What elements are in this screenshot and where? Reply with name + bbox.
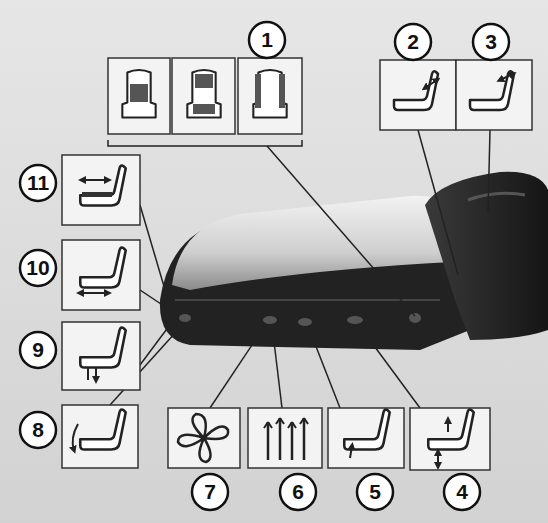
callout-number: 3 bbox=[476, 29, 506, 55]
callout-number: 10 bbox=[23, 255, 53, 281]
callout-number: 9 bbox=[23, 337, 53, 363]
callout-number: 8 bbox=[23, 417, 53, 443]
callout-number: 4 bbox=[447, 479, 477, 505]
icon-glyphs bbox=[73, 70, 514, 466]
callout-number: 2 bbox=[398, 29, 428, 55]
callout-circles bbox=[20, 22, 509, 510]
icon-boxes bbox=[62, 58, 532, 470]
callout-number: 11 bbox=[23, 170, 53, 196]
callout-number: 6 bbox=[283, 479, 313, 505]
callout-number: 5 bbox=[360, 479, 390, 505]
callout-number: 7 bbox=[195, 479, 225, 505]
leader-lines bbox=[108, 130, 490, 408]
callout-number: 1 bbox=[252, 27, 282, 53]
seat-body bbox=[160, 172, 548, 350]
